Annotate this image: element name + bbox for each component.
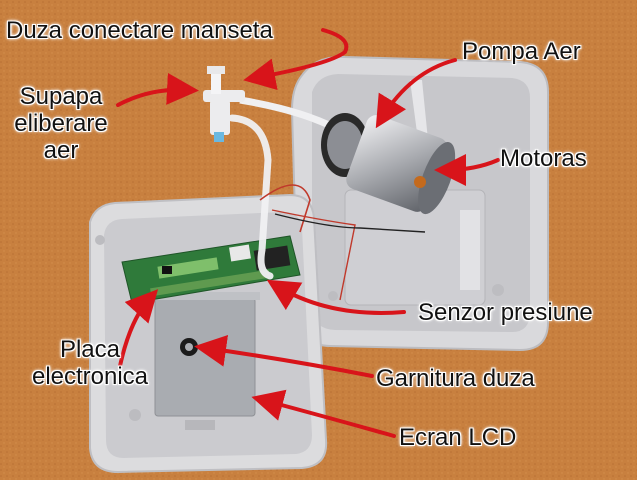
- label-gasket: Garnitura duza: [376, 365, 535, 392]
- label-valve: Supapa eliberare aer: [6, 83, 116, 164]
- front-case: [89, 193, 328, 474]
- arrow-gasket: [194, 334, 374, 378]
- arrow-board: [118, 289, 159, 368]
- label-valve-line2: eliberare: [14, 110, 108, 137]
- pump-motor: [321, 113, 456, 215]
- label-nozzle: Duza conectare manseta: [6, 17, 273, 44]
- label-board-line2: electronica: [31, 363, 149, 390]
- annotation-arrows: [116, 28, 500, 438]
- air-tube: [228, 114, 274, 280]
- label-board-line1: Placa: [59, 336, 121, 363]
- lcd-screen: [154, 297, 256, 417]
- arrow-sensor: [266, 279, 406, 315]
- arrow-valve: [116, 72, 199, 107]
- label-pump: Pompa Aer: [462, 38, 581, 65]
- label-board: Placa electronica: [30, 336, 150, 390]
- arrow-nozzle: [243, 28, 349, 91]
- label-valve-line3: aer: [43, 137, 79, 164]
- label-motor: Motoras: [500, 145, 587, 172]
- arrow-pump: [375, 58, 457, 129]
- label-lcd: Ecran LCD: [399, 424, 517, 451]
- label-sensor: Senzor presiune: [418, 299, 593, 326]
- label-valve-line1: Supapa: [19, 83, 103, 110]
- arrow-lcd: [251, 389, 396, 438]
- valve-assembly: [203, 66, 245, 142]
- arrow-motor: [434, 153, 500, 186]
